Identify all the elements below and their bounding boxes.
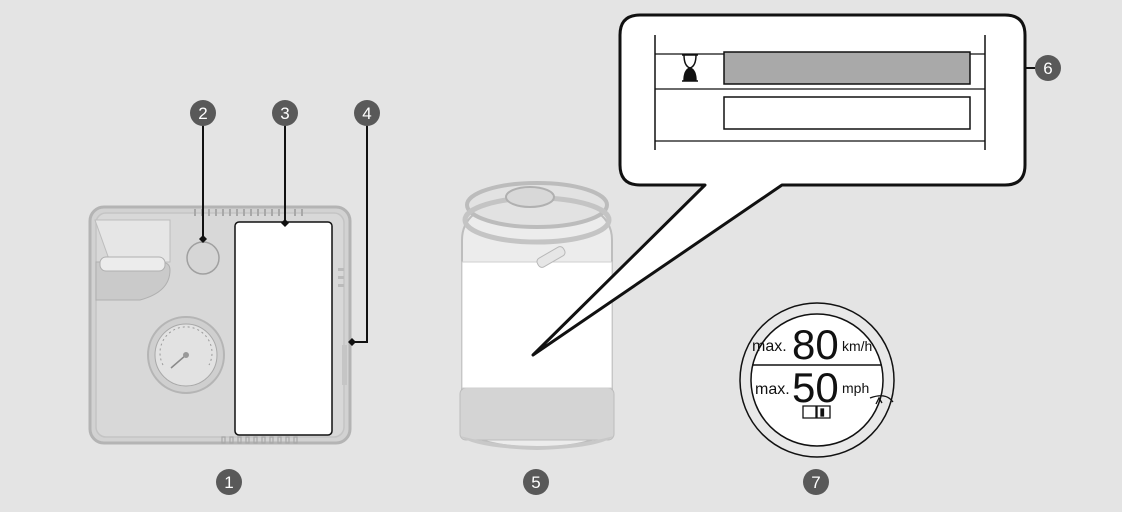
- callout-4: 4: [354, 100, 380, 126]
- svg-text:1: 1: [224, 473, 233, 492]
- callout-5: 5: [523, 469, 549, 495]
- vent-slots-bottom: [221, 436, 298, 444]
- hourglass-icon: [682, 54, 698, 82]
- speed-limit-sticker: max. 80 km/h max. 50 mph: [739, 302, 895, 458]
- top-speed-unit: km/h: [842, 338, 872, 354]
- power-switch: [186, 241, 220, 275]
- info-label-panel: [234, 221, 333, 436]
- callout-1: 1: [216, 469, 242, 495]
- svg-text:3: 3: [280, 104, 289, 123]
- pressure-gauge: [147, 316, 225, 394]
- top-max-label: max.: [752, 338, 787, 355]
- indicator-callout: [531, 13, 1027, 357]
- bottom-speed-value: 50: [792, 364, 839, 411]
- svg-text:6: 6: [1043, 59, 1052, 78]
- callout-6: 6: [1035, 55, 1061, 81]
- bottom-max-label: max.: [755, 381, 790, 398]
- blank-indicator-window: [723, 96, 971, 130]
- owners-manual-icon: [802, 405, 831, 419]
- hose-nozzle: [99, 256, 166, 272]
- callout-3: 3: [272, 100, 298, 126]
- power-cord-outlet: [342, 345, 347, 385]
- sealant-bottle: [459, 181, 615, 450]
- top-speed-value: 80: [792, 321, 839, 368]
- status-indicator-window: [723, 51, 971, 85]
- compressor: [88, 205, 352, 445]
- callout-2: 2: [190, 100, 216, 126]
- bottom-speed-unit: mph: [842, 380, 869, 396]
- callout-7: 7: [803, 469, 829, 495]
- hose-holder: [94, 219, 171, 263]
- svg-text:4: 4: [362, 104, 371, 123]
- bottle-cap: [505, 186, 555, 208]
- peel-arrow-icon: [875, 396, 883, 405]
- callout-markers: 1 2 3 4 5 6 7: [190, 55, 1061, 495]
- bottle-label: [461, 261, 613, 389]
- svg-text:2: 2: [198, 104, 207, 123]
- svg-text:5: 5: [531, 473, 540, 492]
- svg-text:7: 7: [811, 473, 820, 492]
